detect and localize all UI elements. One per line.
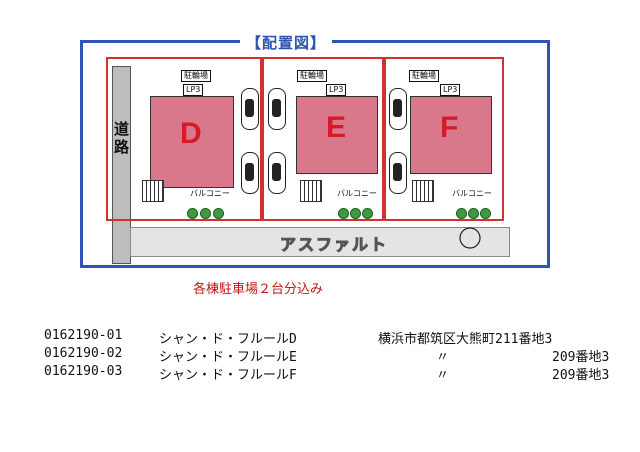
- tree-icon: [480, 208, 491, 219]
- tree-icon: [468, 208, 479, 219]
- property-address: 横浜市都筑区大熊町211番地3: [378, 332, 553, 347]
- asphalt-label: アスファルト: [279, 235, 389, 255]
- parking-note: 各棟駐車場２台分込み: [193, 282, 324, 297]
- tree-icon: [187, 208, 198, 219]
- road: [112, 66, 131, 264]
- property-name: シャン・ド・フルールF: [159, 368, 297, 383]
- building-f-letter: F: [440, 111, 459, 144]
- building-d: [150, 96, 234, 188]
- building-d-letter: D: [180, 117, 202, 150]
- tree-icon: [200, 208, 211, 219]
- lp-tag-f: LP3: [440, 84, 461, 96]
- lp-tag-d: LP3: [183, 84, 204, 96]
- property-code: 0162190-03: [44, 364, 123, 379]
- property-address: 209番地3: [552, 368, 610, 383]
- car-icon: [389, 152, 407, 194]
- tree-icon: [456, 208, 467, 219]
- tree-icon: [213, 208, 224, 219]
- stairs-icon: [300, 180, 322, 202]
- tree-icon: [362, 208, 373, 219]
- property-address: 209番地3: [552, 350, 610, 365]
- property-code: 0162190-02: [44, 346, 123, 361]
- balcony-label-e: バルコニー: [337, 189, 377, 198]
- stairs-icon: [412, 180, 434, 202]
- building-e: [296, 96, 378, 174]
- balcony-label-d: バルコニー: [190, 189, 230, 198]
- lot-f-boundary: [384, 57, 504, 221]
- bicycle-parking-tag-d: 駐輪場: [181, 70, 211, 82]
- north-arrow-icon: [458, 226, 482, 250]
- property-name: シャン・ド・フルールE: [159, 350, 297, 365]
- car-icon: [389, 88, 407, 130]
- building-f: [410, 96, 492, 174]
- property-name: シャン・ド・フルールD: [159, 332, 297, 347]
- bicycle-parking-tag-e: 駐輪場: [297, 70, 327, 82]
- tree-icon: [350, 208, 361, 219]
- building-e-letter: E: [326, 111, 347, 144]
- tree-icon: [338, 208, 349, 219]
- stairs-icon: [142, 180, 164, 202]
- lot-e-boundary: [262, 57, 384, 221]
- property-code: 0162190-01: [44, 328, 123, 343]
- car-icon: [241, 152, 259, 194]
- address-ditto-mark: 〃: [436, 368, 450, 383]
- address-ditto-mark: 〃: [436, 350, 450, 365]
- lot-d-boundary: [106, 57, 262, 221]
- road-label: 道路: [114, 120, 130, 156]
- balcony-label-f: バルコニー: [452, 189, 492, 198]
- bicycle-parking-tag-f: 駐輪場: [409, 70, 439, 82]
- car-icon: [268, 152, 286, 194]
- site-plan-title: 【配置図】: [240, 32, 333, 53]
- car-icon: [241, 88, 259, 130]
- car-icon: [268, 88, 286, 130]
- asphalt-area: [130, 227, 510, 257]
- lp-tag-e: LP3: [326, 84, 347, 96]
